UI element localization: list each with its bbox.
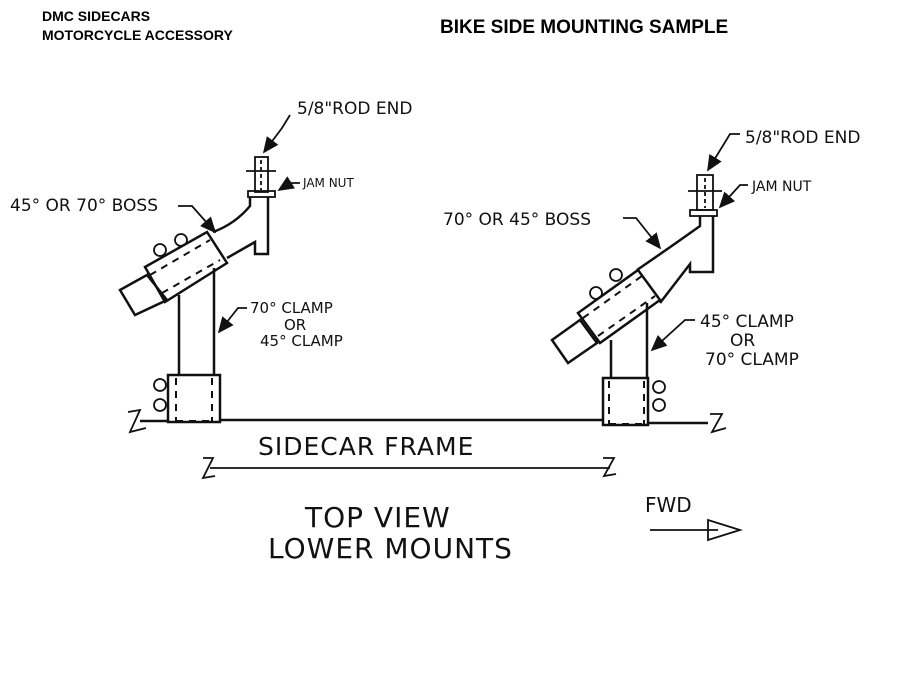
break-mark-icon (710, 413, 727, 434)
drawing-stroke (149, 239, 211, 276)
drawing-stroke (262, 114, 291, 154)
bolt-icon (652, 398, 666, 412)
left-clamp-label-3: 45° CLAMP (260, 332, 343, 350)
bolt-icon (153, 243, 167, 257)
right-rod-end-label: 5/8"ROD END (745, 128, 860, 148)
drawing-stroke (707, 133, 740, 172)
right-mount (550, 133, 748, 434)
left-boss-label: 45° OR 70° BOSS (10, 196, 158, 216)
break-mark-icon (127, 408, 147, 434)
right-boss-label: 70° OR 45° BOSS (443, 210, 591, 230)
right-boss-clamp (576, 268, 662, 345)
top-view-label: TOP VIEW (304, 501, 451, 534)
drawing-stroke (277, 176, 300, 191)
diagram-title: BIKE SIDE MOUNTING SAMPLE (440, 17, 729, 38)
right-clamp-label-1: 45° CLAMP (700, 312, 794, 332)
break-mark-icon (201, 457, 216, 480)
right-tube-end (550, 318, 599, 365)
drawing-stroke (636, 216, 702, 272)
company-name: DMC SIDECARS (42, 8, 151, 24)
left-rod-end-label: 5/8"ROD END (297, 99, 412, 119)
company-subtitle: MOTORCYCLE ACCESSORY (42, 27, 233, 43)
left-tube-end (118, 273, 169, 317)
drawing-stroke (659, 216, 715, 304)
drawing-stroke (161, 259, 221, 294)
left-rod-end (254, 156, 269, 193)
sidecar-frame-label: SIDECAR FRAME (258, 432, 474, 461)
lower-mounts-label: LOWER MOUNTS (268, 532, 513, 565)
bolt-icon (153, 398, 167, 412)
drawing-stroke (597, 295, 656, 337)
left-clamp-label-2: OR (284, 316, 306, 334)
drawing-stroke (707, 518, 744, 542)
left-jam-nut-label: JAM NUT (302, 176, 354, 190)
right-jam-nut (689, 209, 718, 217)
right-clamp-label-2: OR (730, 331, 755, 351)
left-clamp-label-1: 70° CLAMP (250, 299, 333, 317)
right-jam-nut-label: JAM NUT (751, 179, 812, 195)
bolt-icon (652, 380, 666, 394)
drawing-stroke (718, 184, 748, 209)
drawing-stroke (623, 217, 662, 250)
bolt-icon (589, 286, 603, 300)
drawing-stroke (178, 205, 217, 234)
bolt-icon (174, 233, 188, 247)
left-mount (118, 114, 300, 434)
drawing-stroke (212, 197, 252, 234)
bolt-icon (153, 378, 167, 392)
drawing-stroke (217, 307, 247, 334)
drawing-stroke (650, 319, 695, 352)
drawing-stroke (226, 197, 270, 260)
break-mark-icon (602, 457, 617, 478)
right-clamp-label-3: 70° CLAMP (705, 350, 799, 370)
bolt-icon (609, 268, 623, 282)
forward-label: FWD (645, 493, 692, 517)
left-jam-nut (247, 190, 276, 198)
